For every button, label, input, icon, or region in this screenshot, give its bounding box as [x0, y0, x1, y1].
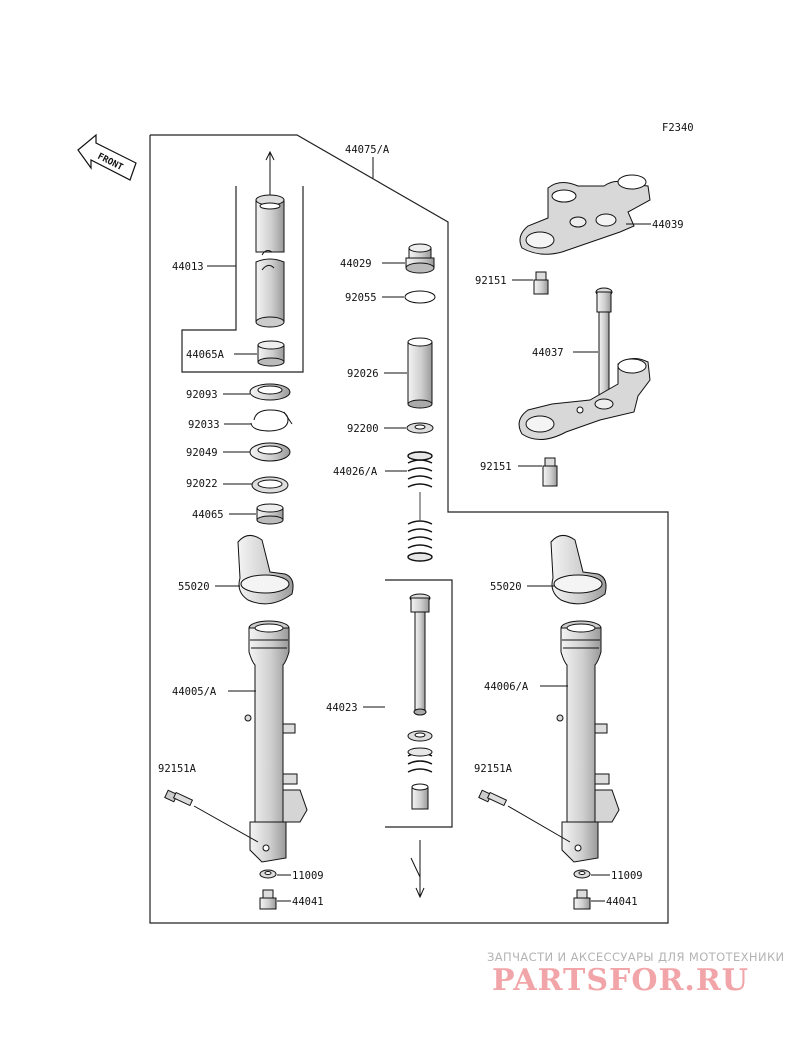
part-44065	[256, 503, 284, 525]
label-55020-right: 55020	[490, 581, 522, 593]
label-44065: 44065	[192, 509, 224, 521]
watermark-logo: PARTSFOR.RU	[492, 963, 749, 998]
label-92200: 92200	[347, 423, 379, 435]
label-44029: 44029	[340, 258, 372, 270]
label-92151-lower: 92151	[480, 461, 512, 473]
part-92022	[251, 476, 289, 494]
label-44023: 44023	[326, 702, 358, 714]
part-44065A	[257, 340, 285, 367]
label-44065A: 44065A	[186, 349, 225, 361]
label-11009-right: 11009	[611, 870, 643, 882]
part-92033	[250, 409, 293, 432]
part-44041-left	[259, 889, 277, 910]
part-44006A	[556, 620, 620, 863]
label-92049: 92049	[186, 447, 218, 459]
label-92093: 92093	[186, 389, 218, 401]
part-92151-upper	[533, 271, 549, 295]
label-92055: 92055	[345, 292, 377, 304]
label-11009-left: 11009	[292, 870, 324, 882]
label-92022: 92022	[186, 478, 218, 490]
front-arrow-icon: FRONT	[77, 133, 137, 181]
part-92151-lower	[542, 457, 558, 487]
label-44006A: 44006/A	[484, 681, 529, 693]
part-44013	[255, 194, 285, 328]
label-44075A: 44075/A	[345, 144, 390, 156]
label-92151-upper: 92151	[475, 275, 507, 287]
part-44026A	[407, 451, 433, 562]
label-44026A: 44026/A	[333, 466, 378, 478]
label-44037: 44037	[532, 347, 564, 359]
part-92200	[406, 422, 434, 434]
part-92093	[249, 383, 291, 401]
label-92151A-right: 92151A	[474, 763, 513, 775]
part-44023	[407, 593, 433, 810]
label-44041-left: 44041	[292, 896, 324, 908]
part-44041-right	[573, 889, 591, 910]
label-92033: 92033	[188, 419, 220, 431]
part-11009-left	[259, 869, 277, 879]
damper-subassembly-frame	[385, 579, 453, 828]
label-44013: 44013	[172, 261, 204, 273]
watermark-tagline: ЗАПЧАСТИ И АКСЕССУАРЫ ДЛЯ МОТОТЕХНИКИ	[487, 950, 785, 964]
part-92151A-right	[478, 789, 571, 843]
label-55020-left: 55020	[178, 581, 210, 593]
part-44005A	[244, 620, 308, 863]
part-44029	[405, 243, 435, 274]
part-55020-left	[237, 535, 294, 605]
label-92026: 92026	[347, 368, 379, 380]
part-92049	[249, 442, 291, 462]
part-92151A-left	[164, 789, 259, 843]
label-44039: 44039	[652, 219, 684, 231]
part-55020-right	[550, 535, 607, 605]
part-44037	[518, 287, 651, 440]
part-92055	[404, 290, 436, 304]
part-11009-right	[573, 869, 591, 879]
part-44039	[519, 174, 651, 255]
part-92026	[407, 337, 433, 409]
label-92151A-left: 92151A	[158, 763, 197, 775]
label-44005A: 44005/A	[172, 686, 217, 698]
assembly-frame	[149, 134, 669, 924]
label-44041-right: 44041	[606, 896, 638, 908]
left-subassembly-frame	[181, 186, 304, 373]
figure-code: F2340	[662, 122, 694, 134]
